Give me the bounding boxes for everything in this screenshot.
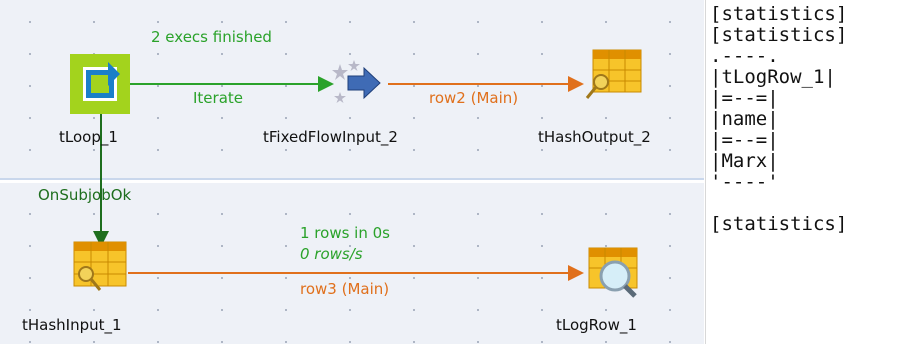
iterate-link-label[interactable]: Iterate bbox=[193, 89, 244, 107]
thashinput-component[interactable] bbox=[70, 240, 132, 300]
thashoutput-label: tHashOutput_2 bbox=[538, 128, 651, 146]
tlogrow-label: tLogRow_1 bbox=[556, 316, 637, 334]
connections-layer bbox=[93, 76, 584, 281]
hash-output-icon bbox=[585, 49, 642, 99]
onsubjobok-link-label[interactable]: OnSubjobOk bbox=[38, 186, 132, 204]
tloop-component[interactable] bbox=[70, 54, 130, 118]
console-line: |Marx| bbox=[710, 150, 779, 172]
console-line: [statistics] bbox=[710, 24, 848, 46]
row2-link-label[interactable]: row2 (Main) bbox=[429, 89, 519, 107]
run-console-output[interactable]: [statistics][statistics].----.|tLogRow_1… bbox=[705, 0, 919, 344]
tloop-label: tLoop_1 bbox=[59, 128, 118, 146]
console-line: |tLogRow_1| bbox=[710, 66, 836, 88]
hash-input-icon bbox=[73, 241, 127, 291]
tfixedflowinput-label: tFixedFlowInput_2 bbox=[263, 128, 398, 146]
console-line: .----. bbox=[710, 45, 779, 67]
thashinput-label: tHashInput_1 bbox=[22, 316, 122, 334]
console-line: '----' bbox=[710, 171, 779, 193]
tlogrow-component[interactable] bbox=[583, 246, 645, 306]
rows-count-text: 1 rows in 0s bbox=[300, 224, 390, 242]
execs-status-text: 2 execs finished bbox=[151, 28, 272, 46]
console-line bbox=[710, 193, 919, 214]
console-line: |=--=| bbox=[710, 129, 779, 151]
loop-icon bbox=[70, 54, 130, 114]
console-text: [statistics][statistics].----.|tLogRow_1… bbox=[706, 0, 919, 235]
thashoutput-component[interactable] bbox=[583, 48, 645, 108]
console-line: [statistics] bbox=[710, 3, 848, 25]
fixed-flow-icon bbox=[332, 60, 381, 103]
console-line: |name| bbox=[710, 108, 779, 130]
row3-link-label[interactable]: row3 (Main) bbox=[300, 280, 390, 298]
tfixedflowinput-component[interactable] bbox=[330, 60, 384, 110]
rows-rate-text: 0 rows/s bbox=[300, 245, 363, 263]
subjob-divider bbox=[0, 178, 704, 180]
log-row-icon bbox=[588, 247, 638, 298]
console-line: [statistics] bbox=[710, 213, 848, 235]
job-designer-canvas[interactable]: tLoop_1 tFixedFlowInput_2 tHashOutput_2 bbox=[0, 0, 704, 344]
console-line: |=--=| bbox=[710, 87, 779, 109]
